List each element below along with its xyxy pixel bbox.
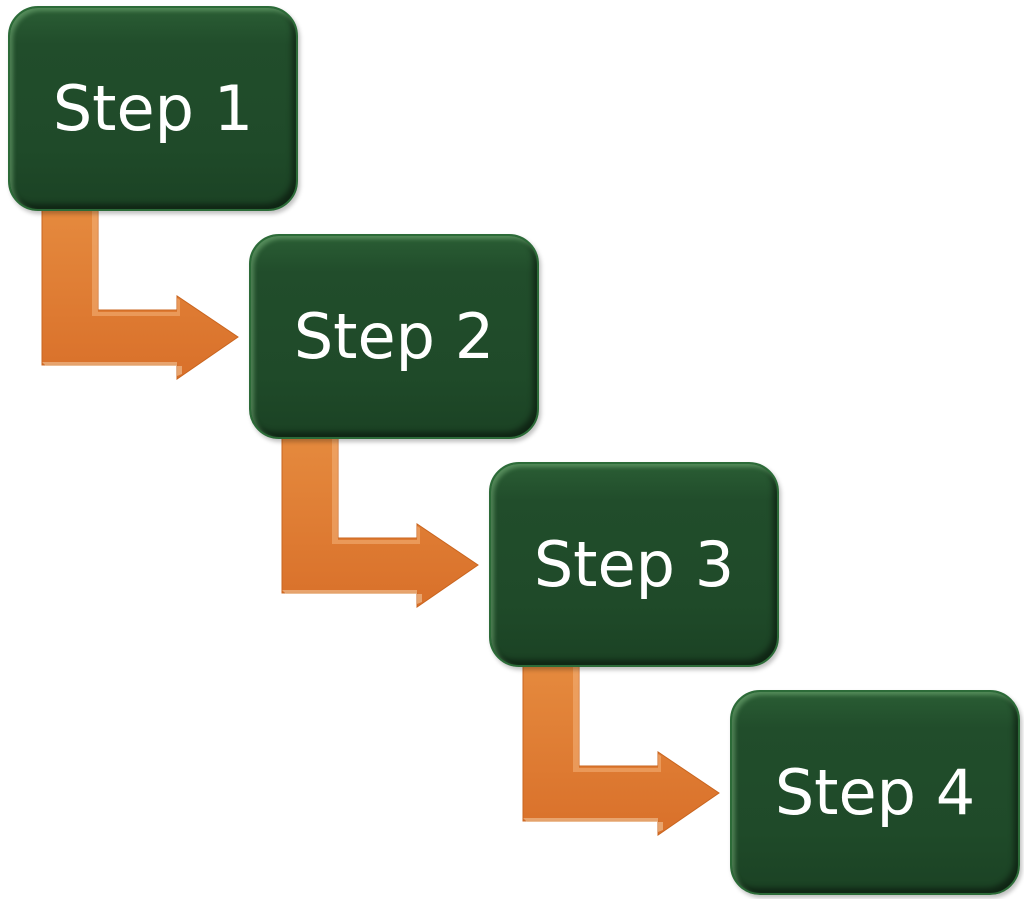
step-4-box: Step 4 — [730, 690, 1020, 895]
bent-arrow-icon — [281, 435, 479, 608]
step-3-box: Step 3 — [489, 462, 779, 667]
bent-arrow-icon — [41, 207, 239, 380]
step-1-label: Step 1 — [52, 71, 254, 145]
step-1-box: Step 1 — [8, 6, 298, 211]
step-2-box: Step 2 — [249, 234, 539, 439]
step-4-label: Step 4 — [774, 755, 976, 829]
step-2-label: Step 2 — [293, 299, 495, 373]
bent-arrow-icon — [522, 663, 720, 836]
step-3-label: Step 3 — [533, 527, 735, 601]
